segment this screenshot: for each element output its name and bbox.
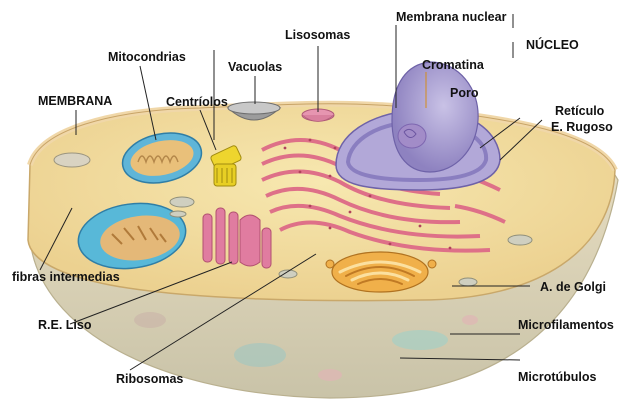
label-membrana-nuclear: Membrana nuclear [396, 10, 507, 24]
label-reticulo-2: E. Rugoso [551, 120, 613, 134]
vesicle [53, 152, 91, 168]
chromatin [397, 123, 427, 149]
mitochondrion-upper [121, 132, 203, 184]
label-reticulo-1: Retículo [555, 104, 605, 118]
label-ribosomas: Ribosomas [116, 372, 184, 386]
label-lisosomas: Lisosomas [285, 28, 351, 42]
label-centriolos: Centríolos [166, 95, 228, 109]
label-poro: Poro [450, 86, 479, 100]
label-vacuolas: Vacuolas [228, 60, 283, 74]
base-vesicle [392, 330, 448, 350]
label-microtubulos: Microtúbulos [518, 370, 597, 384]
label-re-liso: R.E. Liso [38, 318, 92, 332]
label-microfilamentos: Microfilamentos [518, 318, 614, 332]
label-golgi: A. de Golgi [540, 280, 606, 294]
label-fibras-intermedias: fibras intermedias [12, 270, 120, 284]
base-vesicle [462, 315, 478, 325]
mitochondrion-lower [77, 202, 187, 270]
centrioles [210, 145, 242, 187]
cell-membrane-outline [29, 103, 616, 171]
golgi-apparatus [325, 251, 437, 293]
base-vesicle [318, 369, 342, 381]
label-membrana: MEMBRANA [38, 94, 113, 108]
label-cromatina: Cromatina [422, 58, 484, 72]
vacuole-rim [227, 101, 281, 115]
base-vesicle [134, 312, 166, 328]
label-mitocondrias: Mitocondrias [108, 50, 186, 64]
base-vesicle [234, 343, 286, 367]
label-nucleo: NÚCLEO [526, 38, 579, 52]
smooth-er [202, 207, 272, 269]
leader-lines [39, 14, 543, 371]
nucleus [335, 61, 501, 191]
